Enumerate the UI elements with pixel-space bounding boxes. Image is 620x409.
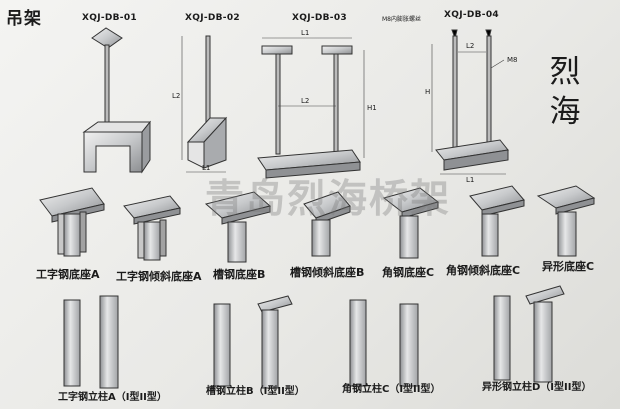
base-c-tilt-drawing (469, 185, 525, 257)
dim-l1-04: L1 (466, 176, 475, 184)
column-b-ii-drawing (261, 309, 279, 389)
base-drawings (39, 185, 596, 263)
base-label-c-tilt: 角钢倾斜底座C (446, 264, 521, 277)
watermark: 青岛烈海桥架 (204, 177, 451, 222)
dim-h1-03: H1 (367, 104, 377, 112)
base-label-c: 角钢底座C (382, 266, 435, 279)
column-label-d: 异形钢立柱D（I型II型） (482, 382, 592, 393)
base-label-b-tilt: 槽钢倾斜底座B (290, 266, 365, 279)
base-label-b: 槽钢底座B (213, 268, 266, 281)
column-d-ii-plate (525, 285, 565, 305)
hanger-code-02: XQJ-DB-02 (185, 13, 240, 23)
column-c-i-drawing (349, 299, 367, 387)
side-char-1: 烈 (549, 54, 581, 90)
dim-l1-03: L1 (301, 29, 310, 37)
base-a-tilt-drawing (123, 195, 181, 261)
column-b-ii-plate (257, 295, 293, 313)
column-label-a: 工字钢立柱A（I型II型） (58, 392, 167, 403)
dim-l2-03: L2 (301, 97, 310, 105)
column-a-i-drawing (63, 299, 81, 387)
column-d-ii-drawing (533, 301, 553, 383)
hanger-code-04: XQJ-DB-04 (444, 10, 499, 20)
hanger-code-01: XQJ-DB-01 (82, 13, 137, 23)
side-char-2: 海 (549, 94, 581, 130)
base-b-drawing (204, 191, 272, 263)
column-c-ii-drawing (399, 303, 419, 387)
base-special-drawing (536, 185, 596, 257)
column-label-b: 槽钢立柱B（I型II型） (206, 386, 305, 397)
section-title: 吊架 (6, 9, 42, 29)
hanger-04-drawing (431, 29, 509, 175)
dim-l2-02: L2 (172, 92, 181, 100)
side-title: 烈 海 (530, 52, 600, 132)
column-drawings (63, 285, 565, 389)
dim-l1-02: L1 (202, 164, 211, 172)
dim-h-04: H (425, 88, 431, 96)
dim-l2-04: L2 (466, 42, 475, 50)
base-b-tilt-drawing (303, 191, 351, 257)
hanger-04-note: M8内膨胀螺丝 (382, 16, 421, 23)
column-b-i-drawing (213, 303, 231, 387)
column-a-ii-drawing (99, 295, 119, 389)
base-c-drawing (382, 187, 440, 259)
column-label-c: 角钢立柱C（I型II型） (342, 384, 441, 395)
base-label-a-tilt: 工字钢倾斜底座A (116, 270, 202, 283)
column-d-i-drawing (493, 295, 511, 381)
dim-m8-04: M8 (507, 56, 518, 64)
base-a-drawing (39, 187, 105, 257)
hanger-01-drawing (82, 27, 152, 174)
hanger-02-drawing (181, 35, 228, 173)
hanger-03-drawing (257, 37, 365, 179)
base-label-special: 异形底座C (542, 260, 595, 273)
base-label-a: 工字钢底座A (36, 268, 100, 281)
hanger-code-03: XQJ-DB-03 (292, 13, 347, 23)
